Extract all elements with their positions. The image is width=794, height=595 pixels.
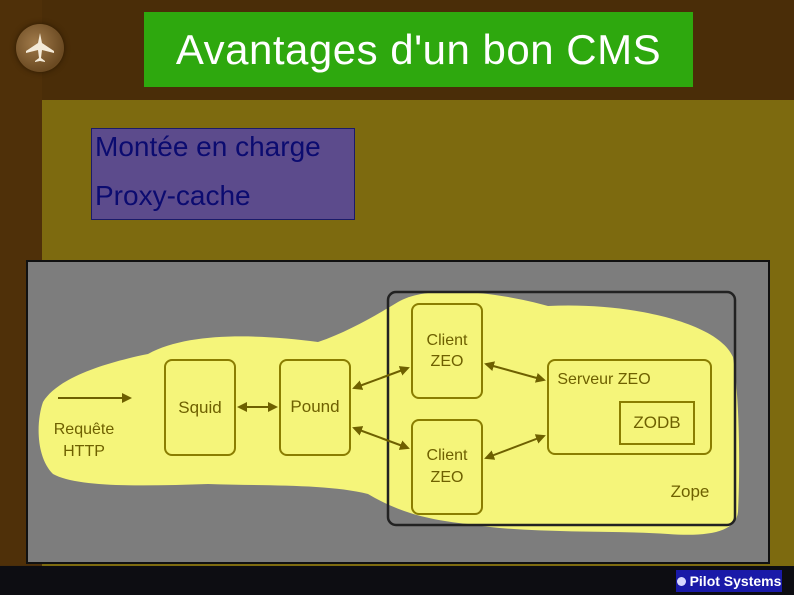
squid-label: Squid xyxy=(178,398,221,417)
zope-container xyxy=(386,290,737,527)
bullet-item: Montée en charge xyxy=(95,131,321,162)
zodb-node xyxy=(619,401,695,445)
zeo-client-node xyxy=(411,303,483,399)
bullet-list: Montée en charge Proxy-cache xyxy=(91,128,355,220)
zeo-client-label: Client xyxy=(427,332,468,349)
footer-bar xyxy=(0,566,794,595)
zeo-server-label: Serveur ZEO xyxy=(557,371,650,388)
pound-label: Pound xyxy=(290,397,339,416)
title-banner: Avantages d'un bon CMS xyxy=(144,12,693,87)
squid-node xyxy=(164,359,236,456)
architecture-diagram: Requête HTTP Squid Pound Client ZEO Clie… xyxy=(26,260,770,564)
pound-client2-arrow xyxy=(352,426,410,450)
zeo-client-label: ZEO xyxy=(431,469,464,486)
request-label: HTTP xyxy=(63,443,105,460)
pound-client1-arrow xyxy=(352,366,410,390)
client1-server-arrow xyxy=(484,361,546,383)
brand-logo: Pilot Systems xyxy=(676,570,782,592)
slide-title: Avantages d'un bon CMS xyxy=(175,25,662,73)
request-label: Requête xyxy=(54,421,115,438)
client2-server-arrow xyxy=(484,434,546,460)
zodb-label: ZODB xyxy=(633,413,680,432)
pound-node xyxy=(279,359,351,456)
diagram-svg: Requête HTTP Squid Pound Client ZEO Clie… xyxy=(38,290,740,535)
bullet-item: Proxy-cache xyxy=(95,180,251,211)
brand-label: Pilot Systems xyxy=(689,573,782,589)
zeo-client-label: ZEO xyxy=(431,353,464,370)
brand-dot-icon xyxy=(676,576,686,586)
fighter-jet-icon-svg xyxy=(26,33,54,62)
fighter-jet-icon xyxy=(16,24,64,72)
zope-label: Zope xyxy=(671,482,710,501)
zeo-client-node xyxy=(411,419,483,515)
zeo-client-label: Client xyxy=(427,447,468,464)
